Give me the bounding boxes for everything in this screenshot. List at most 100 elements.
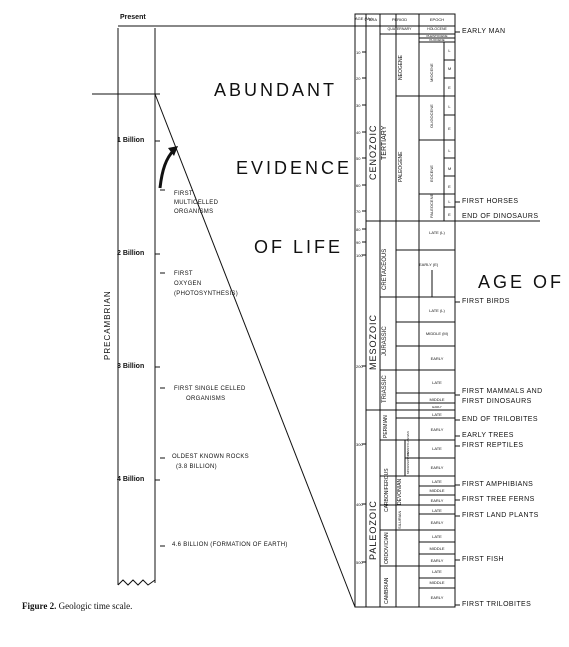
event-early-man: EARLY MAN [462, 28, 506, 35]
epoch-pleistocene: PLEISTOCENE [426, 34, 448, 38]
sub-l-3: L [448, 148, 451, 153]
period-paleogene: PALEOGENE [398, 151, 404, 182]
cam-middle: MIDDLE [429, 580, 445, 585]
epoch-pliocene: PLIOCENE [429, 38, 445, 42]
figure-caption: Figure 2. Geologic time scale. [22, 601, 132, 611]
ord-middle: MIDDLE [429, 546, 445, 551]
event-first-oxygen: FIRST OXYGEN (PHOTOSYNTHESIS) [174, 271, 239, 297]
abundant-text: ABUNDANT [214, 80, 338, 100]
tri-early: EARLY [432, 405, 442, 409]
header-period: PERIOD [391, 17, 408, 22]
tri-late: LATE [432, 380, 442, 385]
event-first-trilobites: FIRST TRILOBITES [462, 601, 532, 608]
precambrian-label: PRECAMBRIAN [103, 290, 112, 360]
sil-late: LATE [432, 508, 442, 513]
sub-l-1: L [448, 48, 451, 53]
event-first-single-celled: FIRST SINGLE CELLED ORGANISMS [174, 386, 246, 402]
period-permian: PERMIAN [383, 415, 389, 438]
jur-middle: MIDDLE (M) [425, 331, 449, 336]
event-formation-of-earth: 4.6 BILLION (FORMATION OF EARTH) [172, 542, 288, 548]
sub-e-1: E [448, 85, 451, 90]
carb-late: LATE [432, 446, 442, 451]
perm-late: LATE [432, 412, 442, 417]
sub-e-2: E [448, 126, 451, 131]
sub-m-3: M [447, 166, 452, 171]
period-neogene: NEOGENE [398, 54, 404, 80]
event-first-reptiles: FIRST REPTILES [462, 442, 524, 449]
age-80: 80 [356, 227, 361, 232]
epoch-holocene: HOLOCENE [427, 27, 447, 31]
event-first-fish: FIRST FISH [462, 556, 504, 563]
event-first-horses: FIRST HORSES [462, 198, 519, 205]
event-oldest-rocks: OLDEST KNOWN ROCKS (3.8 BILLION) [172, 454, 249, 470]
age-of-text: AGE OF [478, 272, 565, 292]
header-era: ERA [368, 17, 378, 22]
period-cretaceous: CRETACEOUS [382, 248, 388, 290]
carb-miss: MISSISSIPPIAN [406, 451, 410, 474]
event-first-land-plants: FIRST LAND PLANTS [462, 512, 539, 519]
tri-middle: MIDDLE [429, 397, 445, 402]
sub-m-1: M [447, 66, 452, 71]
sil-early: EARLY [430, 520, 444, 525]
dev-middle: MIDDLE [429, 488, 445, 493]
age-200: 200 [356, 364, 363, 369]
of-life-text: OF LIFE [254, 237, 344, 257]
dev-early: EARLY [430, 498, 444, 503]
age-400: 400 [356, 502, 363, 507]
jur-late: LATE (L) [429, 308, 445, 313]
period-jurassic: JURASSIC [382, 326, 388, 356]
epoch-paleocene: PALEOCENE [429, 193, 434, 218]
event-early-trees: EARLY TREES [462, 432, 514, 439]
period-ordovician: ORDOVICIAN [384, 532, 390, 564]
period-quaternary: QUATERNARY [387, 27, 412, 31]
sub-l-2: L [448, 104, 451, 109]
header-epoch: EPOCH [429, 17, 445, 22]
evidence-text: EVIDENCE [236, 158, 353, 178]
billion-label-2: 2 Billion [117, 250, 145, 257]
perm-early: EARLY [430, 427, 444, 432]
jur-early: EARLY [430, 356, 444, 361]
period-triassic: TRIASSIC [382, 375, 388, 403]
event-first-multicelled: FIRST MULTICELLED ORGANISMS [174, 191, 219, 215]
cret-early: EARLY (E) [419, 262, 439, 267]
age-30: 30 [356, 103, 361, 108]
age-300: 300 [356, 442, 363, 447]
period-tertiary: TERTIARY [381, 125, 388, 160]
era-paleozoic: PALEOZOIC [368, 500, 378, 560]
sub-e-4: E [448, 212, 451, 217]
ord-early: EARLY [430, 558, 444, 563]
period-devonian: DEVONIAN [397, 478, 403, 505]
period-carboniferous: CARBONIFEROUS [384, 468, 390, 512]
sub-e-3: E [448, 184, 451, 189]
epoch-miocene: MIOCENE [429, 63, 434, 82]
header-age: AGE (My) [355, 16, 373, 21]
age-70: 70 [356, 209, 361, 214]
era-mesozoic: MESOZOIC [368, 313, 378, 370]
event-first-birds: FIRST BIRDS [462, 298, 510, 305]
age-40: 40 [356, 130, 361, 135]
event-first-dinosaurs: FIRST DINOSAURS [462, 398, 532, 405]
age-20: 20 [356, 76, 361, 81]
caption-text: Geologic time scale. [58, 601, 133, 611]
cret-late: LATE (L) [429, 230, 445, 235]
event-end-of-dinosaurs: END OF DINOSAURS [462, 213, 539, 220]
age-90: 90 [356, 240, 361, 245]
age-10: 10 [356, 50, 361, 55]
present-label: Present [120, 14, 146, 21]
caption-label: Figure 2. [22, 601, 57, 611]
event-first-mammals: FIRST MAMMALS AND [462, 388, 543, 395]
age-60: 60 [356, 183, 361, 188]
billion-label-4: 4 Billion [117, 476, 145, 483]
event-first-amphibians: FIRST AMPHIBIANS [462, 481, 534, 488]
event-end-of-trilobites: END OF TRILOBITES [462, 416, 538, 423]
dev-late: LATE [432, 479, 442, 484]
event-first-tree-ferns: FIRST TREE FERNS [462, 496, 535, 503]
cam-early: EARLY [430, 595, 444, 600]
period-cambrian: CAMBRIAN [384, 577, 390, 604]
billion-label-1: 1 Billion [117, 137, 145, 144]
era-cenozoic: CENOZOIC [368, 124, 378, 180]
age-500: 500 [356, 560, 363, 565]
cam-late: LATE [432, 569, 442, 574]
epoch-oligocene: OLIGOCENE [429, 104, 434, 128]
